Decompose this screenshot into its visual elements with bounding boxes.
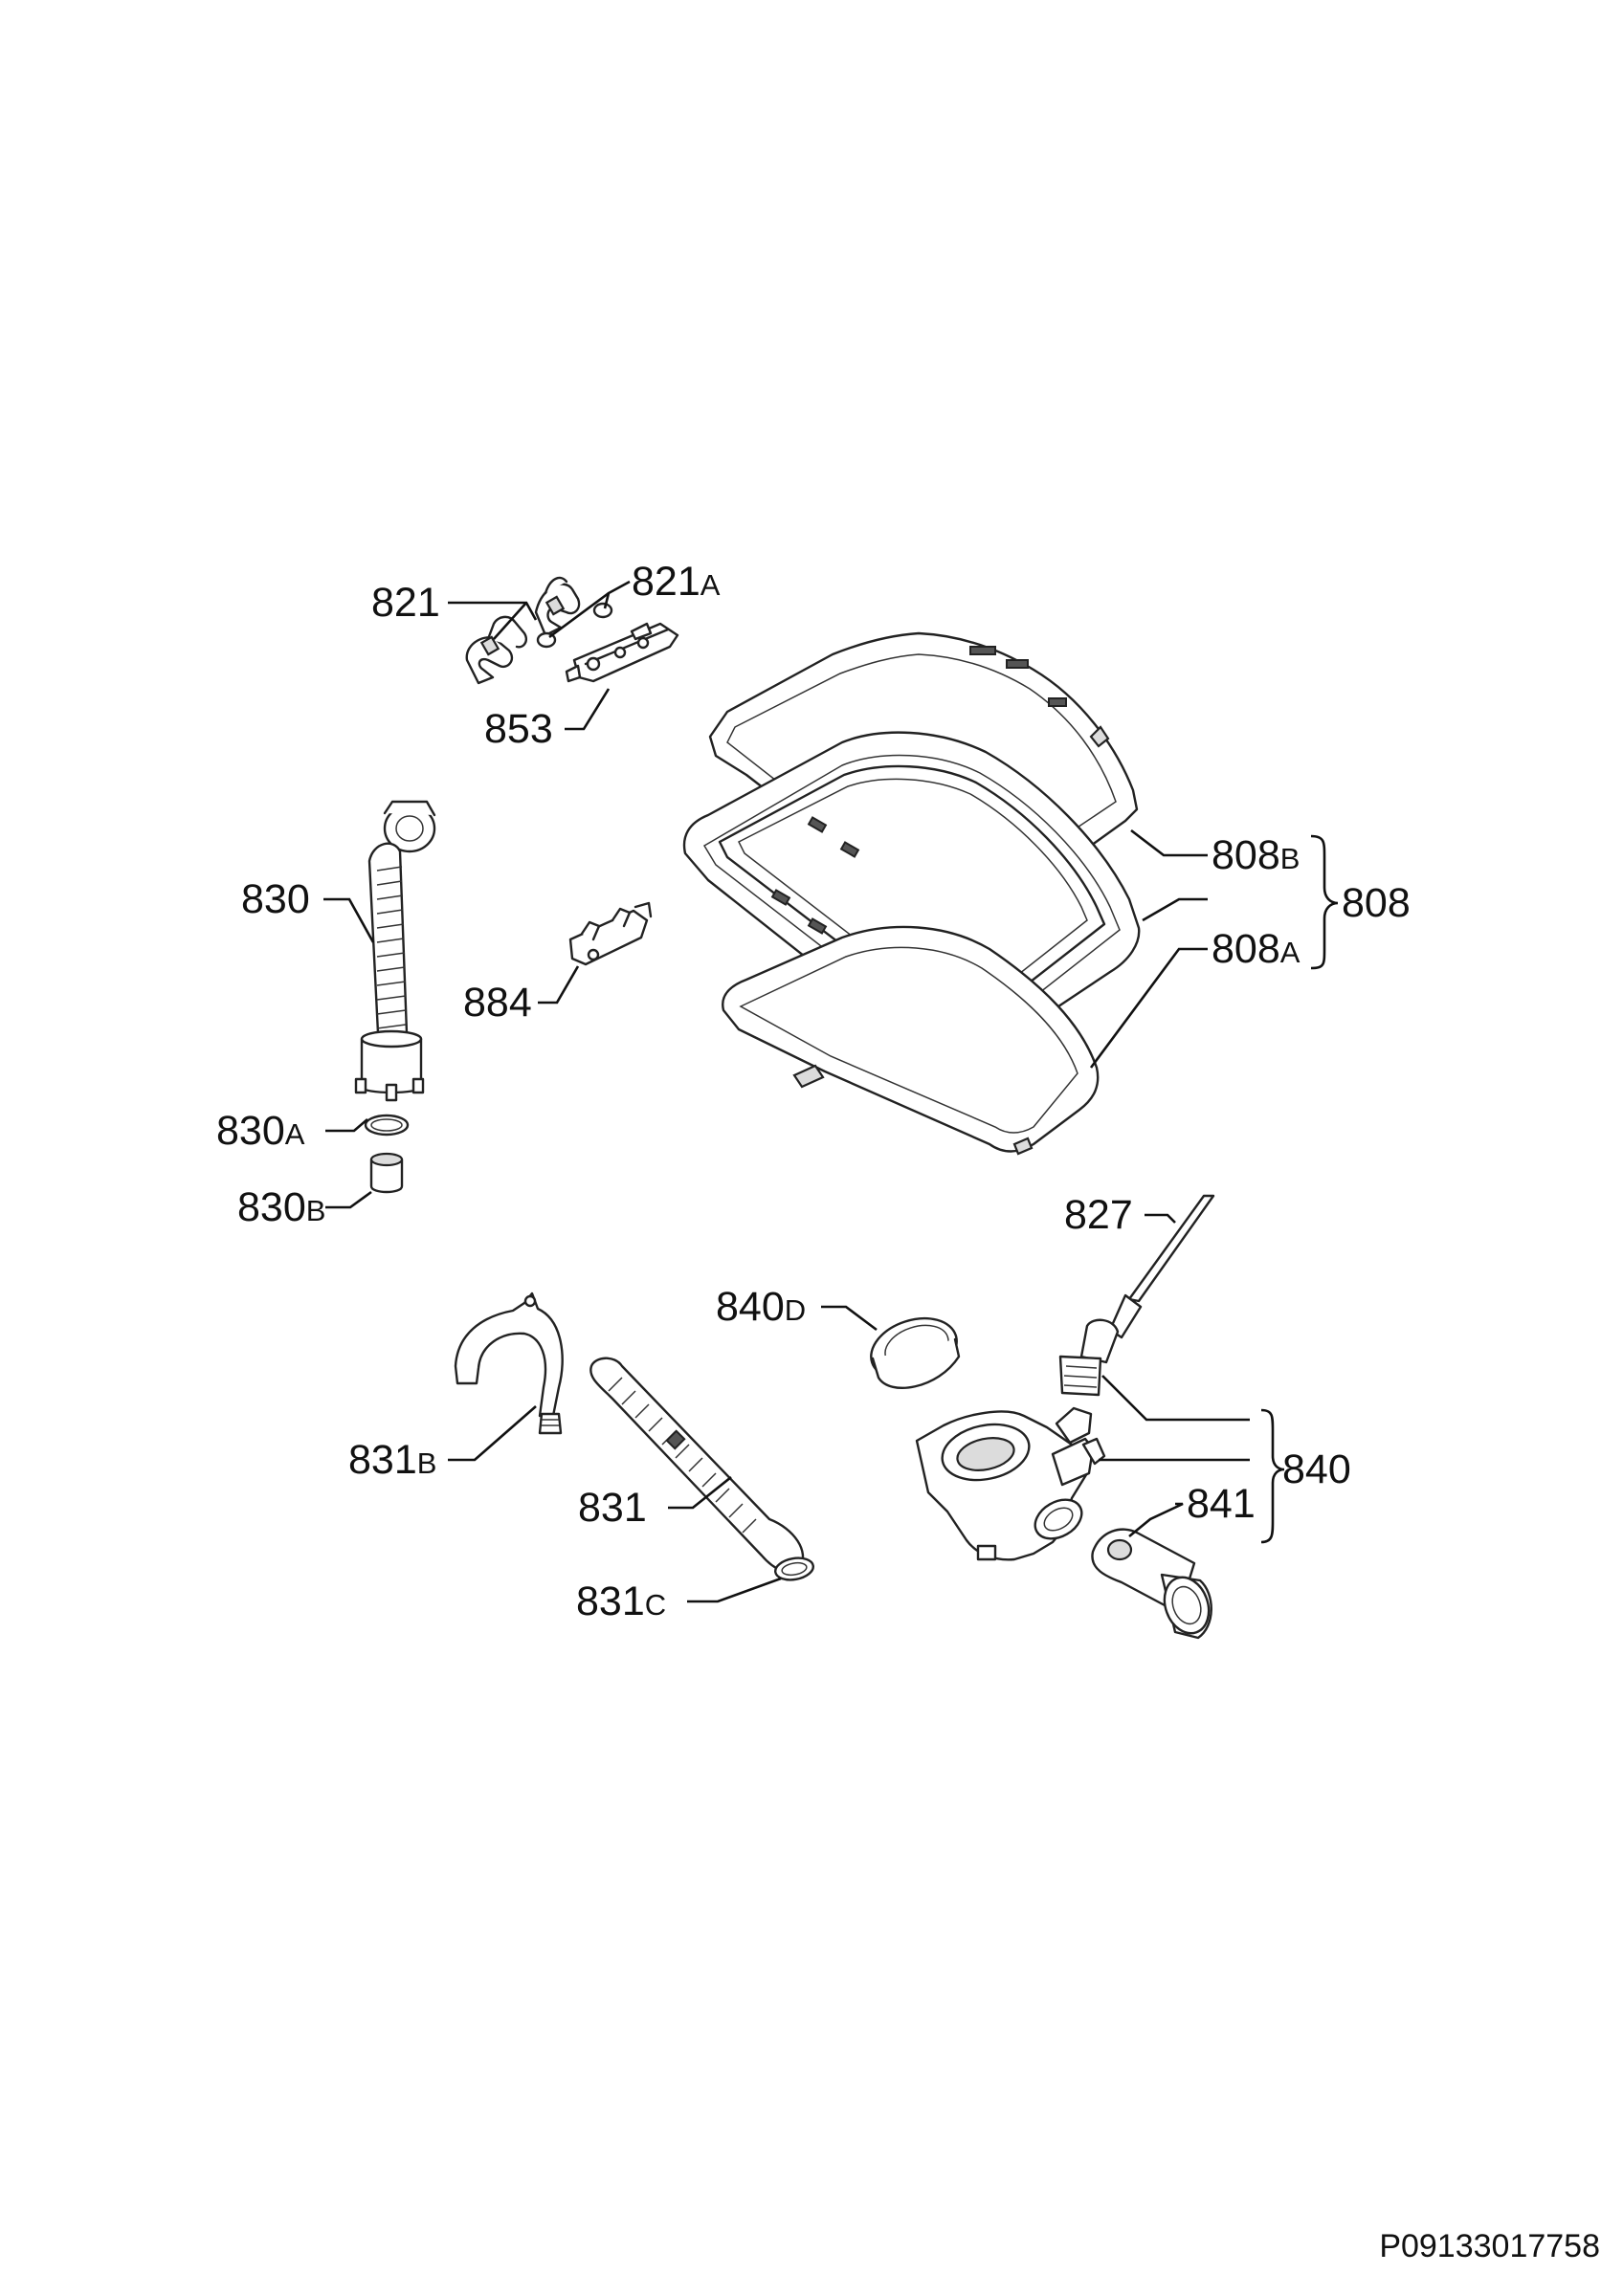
label-821A: 821A xyxy=(632,559,721,605)
part-827-rod xyxy=(1058,1194,1215,1397)
part-830-drain-hose xyxy=(354,800,436,1102)
part-841-filter xyxy=(1091,1528,1212,1640)
part-840-pump-housing xyxy=(915,1406,1106,1561)
label-853: 853 xyxy=(484,706,553,752)
label-840: 840 xyxy=(1282,1446,1351,1492)
part-853-bracket xyxy=(565,622,679,683)
label-831: 831 xyxy=(578,1485,647,1531)
label-808: 808 xyxy=(1342,880,1411,926)
document-number: P09133017758 xyxy=(1379,2228,1600,2264)
part-808A-gasket xyxy=(722,925,1100,1156)
label-831C: 831C xyxy=(576,1578,666,1624)
label-808B: 808B xyxy=(1212,832,1300,878)
group-braces xyxy=(1260,834,1339,1544)
part-831C-hose-clamp xyxy=(774,1556,814,1581)
label-884: 884 xyxy=(463,980,532,1026)
part-821-hose-hooks xyxy=(465,576,581,685)
label-830A: 830A xyxy=(216,1108,305,1154)
label-840D: 840D xyxy=(716,1284,806,1330)
label-808A: 808A xyxy=(1212,926,1301,972)
part-884-clip xyxy=(568,901,653,966)
part-labels: 821 821A 853 830 884 830A 830B 808B 808 … xyxy=(216,559,1411,1624)
part-831-drain-hose xyxy=(589,1357,805,1574)
label-841: 841 xyxy=(1187,1481,1256,1527)
part-830A-o-ring xyxy=(364,1114,410,1137)
part-840D-seal-ring xyxy=(870,1316,961,1390)
part-830B-nut xyxy=(369,1152,404,1194)
part-831B-hose-hook xyxy=(454,1292,564,1435)
label-831B: 831B xyxy=(348,1437,436,1483)
label-830: 830 xyxy=(241,876,310,922)
label-827: 827 xyxy=(1064,1192,1133,1238)
label-830B: 830B xyxy=(237,1184,325,1230)
leader-lines xyxy=(323,580,1250,1603)
label-821: 821 xyxy=(371,580,440,626)
